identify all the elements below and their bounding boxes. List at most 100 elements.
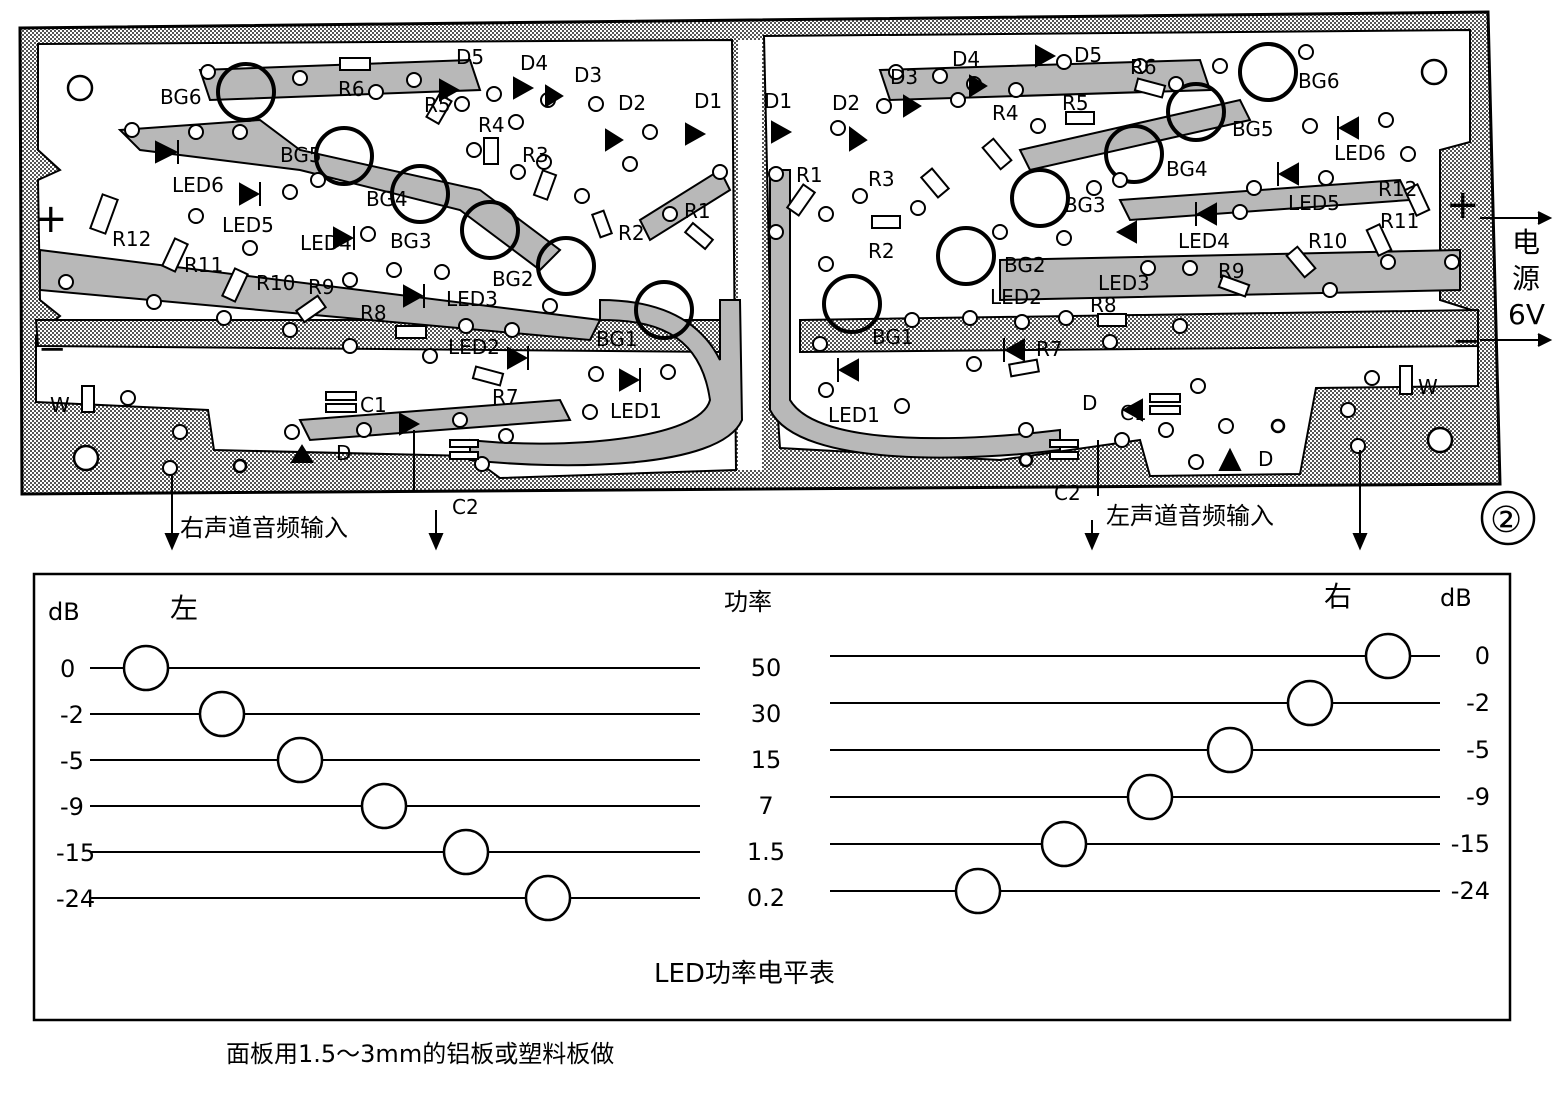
component-label-c1: C1 (360, 393, 387, 417)
diode-d4-symbol (969, 74, 988, 98)
pad (1322, 282, 1338, 298)
diode-d1-symbol (685, 122, 707, 146)
pad (812, 336, 828, 352)
power-value: 1.5 (747, 838, 785, 866)
pad (950, 92, 966, 108)
capacitors (325, 391, 1181, 460)
pad (434, 264, 450, 280)
left-led-hole (442, 828, 490, 876)
right-db-value: 0 (1475, 642, 1490, 670)
resistor-r9 (1217, 274, 1251, 298)
pad (1102, 334, 1118, 350)
right-db-value: -24 (1451, 877, 1490, 905)
component-label-bg1: BG1 (596, 327, 638, 351)
capacitor-c1 (325, 403, 357, 413)
potentiometer-w (1399, 365, 1413, 395)
figure-number-circle (1480, 490, 1536, 546)
pad (1190, 378, 1206, 394)
mounting-hole (1018, 452, 1034, 468)
component-label-r7: R7 (1036, 337, 1063, 361)
component-label-c1: C1 (1120, 401, 1147, 425)
resistor-r12 (89, 193, 119, 235)
transistor-bg2 (936, 226, 996, 286)
pad (1086, 180, 1102, 196)
pad (622, 156, 638, 172)
capacitor-c1 (1149, 393, 1181, 403)
led5-symbol (1277, 162, 1299, 186)
pad (1182, 260, 1198, 276)
left-db-value: -2 (60, 701, 84, 729)
power-voltage: 6V (1508, 298, 1545, 331)
component-label-led5: LED5 (222, 213, 274, 237)
left-db-value: -15 (56, 839, 95, 867)
component-label-led4: LED4 (1178, 229, 1230, 253)
mounting-hole (232, 458, 248, 474)
pad (282, 184, 298, 200)
component-label-r9: R9 (308, 275, 335, 299)
resistor-r7 (1008, 358, 1040, 378)
pad (58, 274, 74, 290)
left-resistors (81, 57, 715, 413)
led6-symbol (155, 140, 179, 164)
left-led-hole (122, 644, 170, 692)
left-db-value: -24 (56, 885, 95, 913)
mounting-hole (66, 74, 94, 102)
led5-symbol (239, 182, 261, 206)
component-label-r4: R4 (992, 101, 1019, 125)
pad (242, 240, 258, 256)
power-label-char-1: 电 (1512, 226, 1540, 259)
left-channel-input-label: 左声道音频输入 (1106, 502, 1274, 530)
pad (1140, 260, 1156, 276)
component-label-r7: R7 (492, 385, 519, 409)
pad (1132, 58, 1148, 74)
component-label-w: W (1418, 375, 1438, 399)
resistor-r10 (220, 267, 250, 303)
pad (356, 422, 372, 438)
component-label-r4: R4 (478, 113, 505, 137)
component-label-d1: D1 (764, 89, 792, 113)
component-label-r10: R10 (256, 271, 295, 295)
pad (852, 188, 868, 204)
component-label-led2: LED2 (448, 335, 500, 359)
component-label-r1: R1 (684, 199, 711, 223)
diode-d-symbol (1121, 398, 1143, 422)
pad (120, 390, 136, 406)
diode-d4-symbol (513, 76, 535, 100)
component-label-d1: D1 (694, 89, 722, 113)
pad (124, 122, 140, 138)
led3-symbol (1115, 220, 1137, 244)
resistor-r1 (683, 221, 715, 251)
component-label-d2: D2 (832, 91, 860, 115)
pad (162, 460, 178, 476)
pad (188, 124, 204, 140)
power-value: 50 (751, 654, 782, 682)
component-label-bg4: BG4 (366, 187, 408, 211)
component-label-led4: LED4 (300, 231, 352, 255)
diode-d3-symbol (903, 94, 922, 118)
pad (146, 294, 162, 310)
pad (818, 206, 834, 222)
resistor-r7 (471, 365, 505, 387)
resistor-r4 (483, 137, 499, 165)
pad (1350, 438, 1366, 454)
pad (818, 256, 834, 272)
pad (1340, 402, 1356, 418)
transistor-bg5 (314, 126, 374, 186)
pad (452, 412, 468, 428)
power-supply-indicator (1480, 211, 1553, 347)
panel-title: LED功率电平表 (654, 959, 835, 989)
power-column-label: 功率 (724, 588, 772, 616)
right-led-hole (1126, 773, 1174, 821)
component-label-d4: D4 (520, 51, 548, 75)
pad (992, 224, 1008, 240)
pad (818, 382, 834, 398)
led1-symbol (837, 358, 859, 382)
pad (1188, 454, 1204, 470)
pad (216, 310, 232, 326)
component-label-d: D (336, 441, 351, 465)
pad (310, 172, 326, 188)
component-label-r8: R8 (360, 301, 387, 325)
db-unit-right: dB (1440, 584, 1472, 612)
